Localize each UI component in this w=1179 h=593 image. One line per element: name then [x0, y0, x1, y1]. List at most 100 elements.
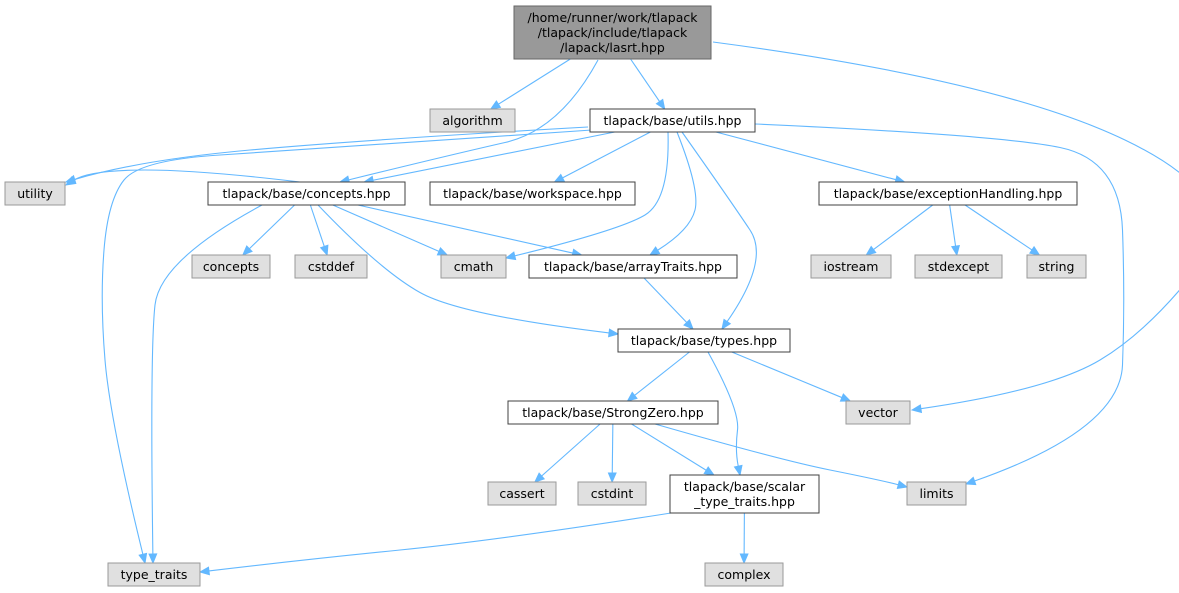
- node-label: cstdint: [591, 486, 634, 501]
- edge-line: [707, 351, 739, 467]
- node-types[interactable]: tlapack/base/types.hpp: [617, 328, 791, 353]
- edge-exception-to-stdexcept: [949, 204, 961, 257]
- nodes-layer: /home/runner/work/tlapack/tlapack/includ…: [4, 5, 1087, 587]
- node-iostream: iostream: [810, 254, 892, 279]
- node-label: tlapack/base/scalar: [684, 479, 806, 494]
- node-box: [589, 108, 756, 133]
- edge-lasrt-to-vector: [712, 41, 1179, 414]
- edge-concepts_hpp-to-type_traits: [148, 204, 263, 565]
- edge-line: [634, 351, 690, 396]
- edge-scalar-to-complex: [739, 512, 749, 565]
- node-label: concepts: [203, 259, 259, 274]
- node-lasrt[interactable]: /home/runner/work/tlapack/tlapack/includ…: [513, 5, 712, 60]
- node-utils[interactable]: tlapack/base/utils.hpp: [589, 108, 756, 133]
- node-label: tlapack/base/arrayTraits.hpp: [544, 259, 722, 274]
- arrowhead-icon: [896, 480, 909, 490]
- edge-types-to-strongzero: [626, 351, 690, 402]
- arrowhead-icon: [964, 476, 977, 486]
- node-strongzero[interactable]: tlapack/base/StrongZero.hpp: [507, 400, 719, 425]
- edge-strongzero-to-limits: [654, 423, 909, 490]
- arrowhead-icon: [739, 553, 749, 565]
- node-box: [1026, 254, 1087, 279]
- arrowhead-icon: [865, 245, 877, 256]
- edge-lasrt-to-utils: [630, 58, 666, 111]
- node-algorithm: algorithm: [429, 108, 516, 133]
- edge-line: [949, 204, 957, 247]
- edge-line: [357, 204, 573, 254]
- node-label: string: [1039, 259, 1075, 274]
- node-box: [669, 474, 820, 514]
- arrowhead-icon: [64, 176, 77, 186]
- arrowhead-icon: [839, 393, 852, 402]
- node-scalar[interactable]: tlapack/base/scalar_type_traits.hpp: [669, 474, 820, 514]
- edge-types-to-scalar: [707, 351, 743, 477]
- node-label: cstddef: [308, 259, 355, 274]
- edge-line: [372, 131, 615, 181]
- edge-line: [657, 131, 697, 251]
- node-concepts_hpp[interactable]: tlapack/base/concepts.hpp: [207, 181, 406, 206]
- arrowhead-icon: [198, 566, 210, 576]
- edge-utils-to-limits: [754, 123, 1125, 486]
- node-vector: vector: [845, 400, 911, 425]
- edge-line: [514, 131, 669, 257]
- node-cstddef: cstddef: [294, 254, 368, 279]
- node-label: limits: [919, 486, 953, 501]
- node-box: [528, 254, 738, 279]
- edge-utils-to-concepts_hpp: [362, 131, 615, 185]
- node-label: complex: [718, 567, 771, 582]
- edge-line: [248, 204, 295, 250]
- node-exception[interactable]: tlapack/base/exceptionHandling.hpp: [818, 181, 1078, 206]
- edge-line: [631, 423, 707, 471]
- node-label: tlapack/base/exceptionHandling.hpp: [834, 186, 1063, 201]
- node-label: iostream: [824, 259, 879, 274]
- node-label: cmath: [454, 259, 494, 274]
- edge-line: [541, 423, 601, 477]
- edge-line: [681, 131, 757, 322]
- arrowhead-icon: [504, 251, 517, 261]
- node-box: [845, 400, 911, 425]
- edge-line: [74, 126, 589, 180]
- edge-line: [715, 131, 897, 181]
- node-string: string: [1026, 254, 1087, 279]
- edge-line: [643, 277, 688, 323]
- edge-line: [754, 123, 1125, 482]
- edge-line: [630, 58, 661, 102]
- edge-line: [731, 351, 843, 399]
- node-workspace[interactable]: tlapack/base/workspace.hpp: [429, 181, 636, 206]
- arrowhead-icon: [148, 553, 158, 565]
- node-cmath: cmath: [440, 254, 507, 279]
- node-stdexcept: stdexcept: [914, 254, 1003, 279]
- node-box: [487, 481, 557, 506]
- node-label: cassert: [499, 486, 544, 501]
- edge-line: [309, 204, 325, 247]
- node-box: [207, 181, 406, 206]
- arrowhead-icon: [608, 328, 620, 338]
- edge-lasrt-to-algorithm: [489, 58, 571, 110]
- edge-types-to-vector: [731, 351, 852, 402]
- arrowhead-icon: [626, 391, 638, 402]
- arrowhead-icon: [138, 552, 148, 565]
- edge-line: [873, 204, 934, 251]
- node-label: /tlapack/include/tlapack: [538, 25, 688, 40]
- node-arraytraits[interactable]: tlapack/base/arrayTraits.hpp: [528, 254, 738, 279]
- arrowhead-icon: [607, 472, 617, 484]
- arrowhead-icon: [553, 173, 566, 183]
- node-cassert: cassert: [487, 481, 557, 506]
- edge-line: [101, 129, 593, 555]
- edge-strongzero-to-cstdint: [607, 423, 617, 484]
- node-label: tlapack/base/concepts.hpp: [222, 186, 390, 201]
- edge-line: [498, 58, 571, 105]
- node-cstdint: cstdint: [577, 481, 647, 506]
- edge-utils-to-workspace: [553, 131, 651, 183]
- arrowhead-icon: [910, 404, 923, 414]
- edge-line: [317, 204, 610, 334]
- arrowhead-icon: [721, 318, 732, 331]
- node-label: stdexcept: [928, 259, 989, 274]
- node-label: /home/runner/work/tlapack: [527, 10, 698, 25]
- edge-strongzero-to-cassert: [533, 423, 601, 483]
- node-box: [294, 254, 368, 279]
- edge-line: [332, 204, 440, 252]
- edge-utils-to-exception: [715, 131, 906, 184]
- edge-line: [151, 204, 263, 555]
- edge-arraytraits-to-types: [643, 277, 694, 330]
